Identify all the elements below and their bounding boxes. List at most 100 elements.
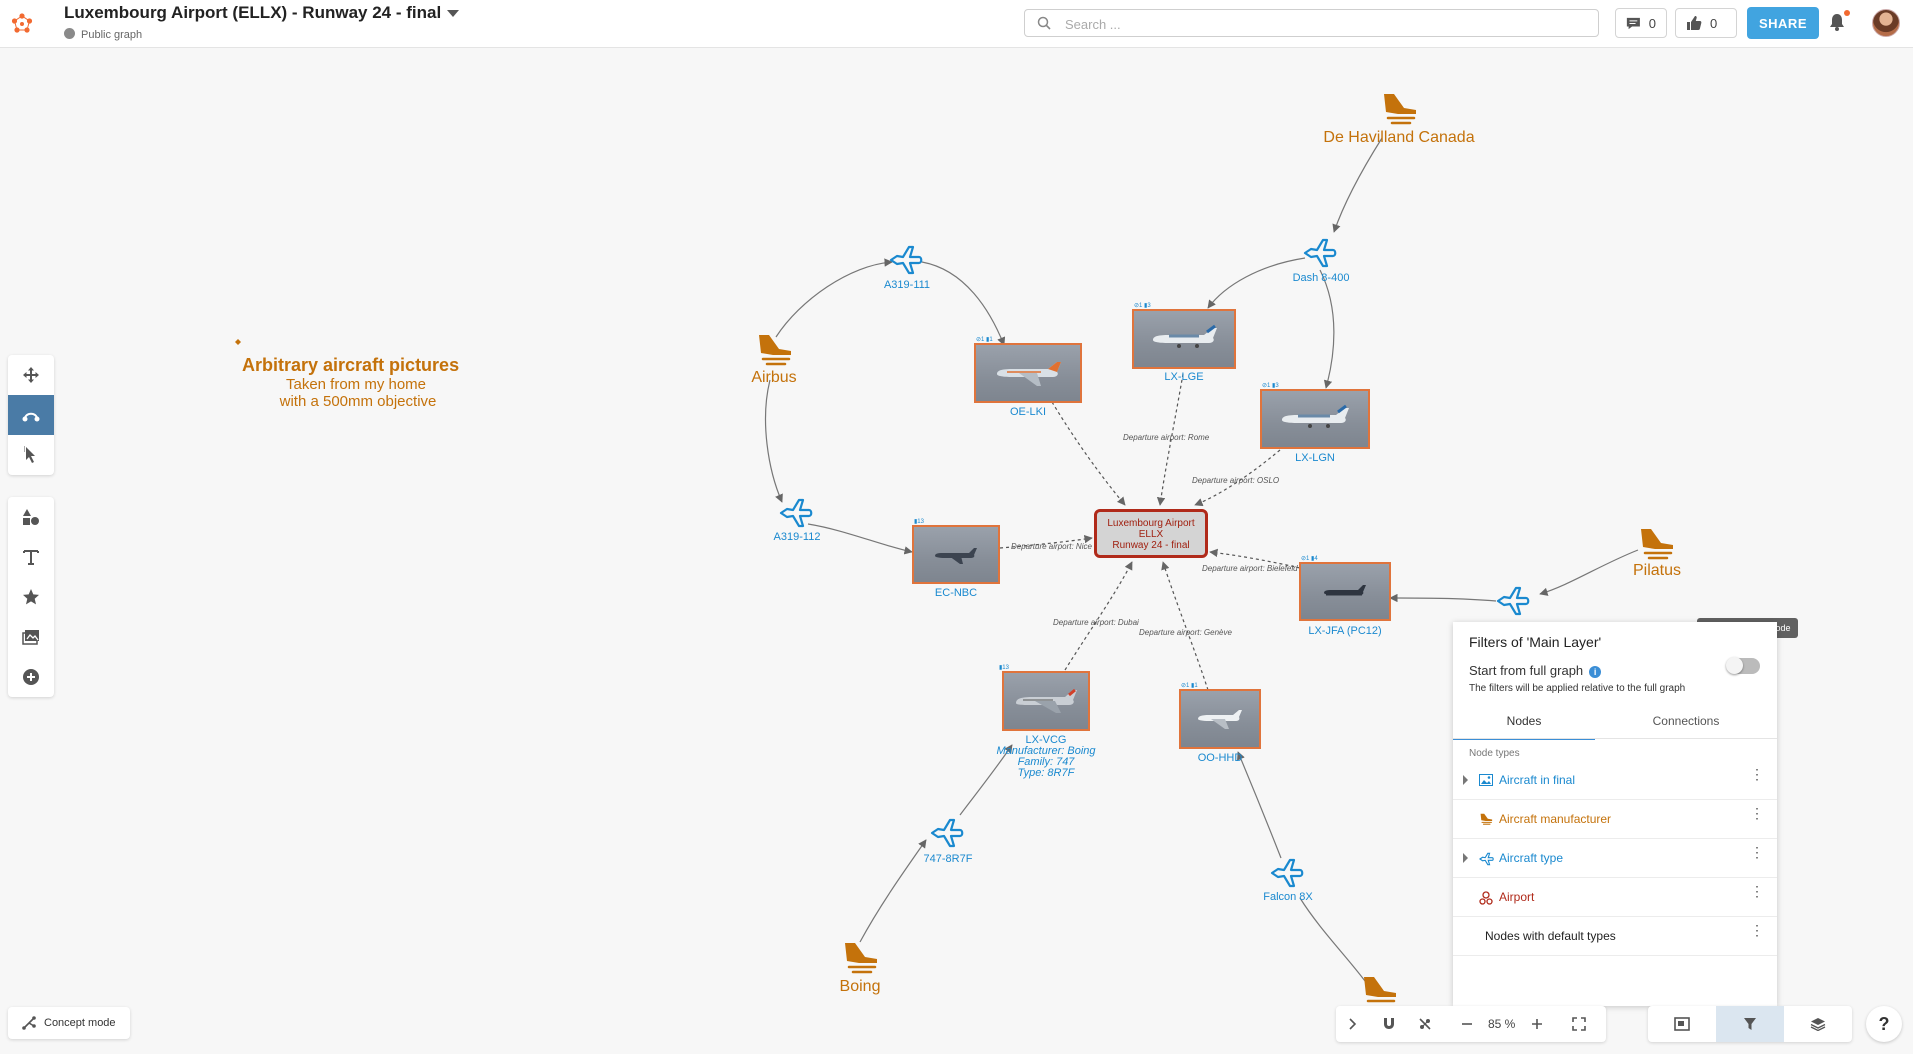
manufacturer-airbus-icon[interactable] [755, 333, 793, 369]
photo-lx-lge[interactable] [1132, 309, 1236, 369]
aircraft-type-747-label[interactable]: 747-8R7F [923, 853, 973, 865]
image-tool[interactable] [8, 617, 54, 657]
tab-connections[interactable]: Connections [1652, 714, 1720, 728]
comments-button[interactable]: 0 [1615, 8, 1667, 38]
aircraft-type-pc12-icon[interactable] [1496, 585, 1530, 617]
airport-node[interactable]: Luxembourg Airport ELLX Runway 24 - fina… [1094, 509, 1208, 558]
photo-lx-lge-label[interactable]: LX-LGE [1164, 371, 1204, 383]
aircraft-type-falcon-label[interactable]: Falcon 8X [1263, 891, 1313, 903]
manufacturer-pilatus-icon[interactable] [1637, 527, 1675, 563]
app-logo-icon[interactable] [10, 12, 34, 36]
text-tool[interactable] [8, 537, 54, 577]
additive-mode-toggle[interactable] [1726, 657, 1760, 674]
avatar[interactable] [1872, 9, 1900, 37]
edge-falcon-oo-hhd [1237, 751, 1282, 859]
edge-airbus-a319-111 [775, 258, 893, 338]
aircraft-type-a319-111-label[interactable]: A319-111 [883, 279, 931, 291]
graph-title[interactable]: Luxembourg Airport (ELLX) - Runway 24 - … [64, 3, 460, 23]
more-options-icon[interactable]: ⋮ [1750, 883, 1764, 899]
shapes-tool[interactable] [8, 497, 54, 537]
layout-button[interactable] [1408, 1006, 1442, 1042]
collapse-button[interactable] [1336, 1006, 1370, 1042]
airport-line-3: Runway 24 - final [1112, 540, 1190, 551]
aircraft-type-dash8-label[interactable]: Dash 8-400 [1292, 272, 1350, 284]
photo-lx-jfa[interactable] [1299, 562, 1391, 621]
expand-icon[interactable] [1463, 775, 1468, 785]
photo-oe-lki-badge: ⊘1 ▮1 [976, 337, 993, 343]
photo-lx-lgn-label[interactable]: LX-LGN [1295, 452, 1335, 464]
aircraft-photo-icon [1282, 404, 1349, 428]
filter-row-airport[interactable]: Airport ⋮ [1453, 878, 1777, 917]
start-full-graph-description: The filters will be applied relative to … [1469, 683, 1686, 694]
zoom-out-button[interactable] [1450, 1006, 1484, 1042]
fit-screen-button[interactable] [1562, 1006, 1596, 1042]
move-tool[interactable] [8, 355, 54, 395]
photo-ec-nbc-badge: ▮13 [914, 519, 924, 525]
edge-a319-111-oe-lki [921, 261, 1006, 346]
photo-lx-jfa-label[interactable]: LX-JFA (PC12) [1308, 625, 1382, 637]
more-options-icon[interactable]: ⋮ [1750, 805, 1764, 821]
photo-oo-hhd-label[interactable]: OO-HHD [1197, 752, 1243, 764]
photo-lx-vcg[interactable] [1002, 671, 1090, 731]
aircraft-type-dash8-icon[interactable] [1303, 237, 1337, 269]
layers-button[interactable] [1784, 1006, 1852, 1042]
concept-mode-icon [22, 1016, 36, 1030]
search-icon [1037, 16, 1051, 30]
zoom-in-button[interactable] [1520, 1006, 1554, 1042]
select-tool[interactable] [8, 435, 54, 475]
aircraft-type-a319-111-icon[interactable] [889, 244, 923, 276]
aircraft-type-a319-112-label[interactable]: A319-112 [773, 531, 821, 543]
photo-ec-nbc[interactable] [912, 525, 1000, 584]
tab-nodes[interactable]: Nodes [1453, 704, 1595, 740]
photo-lx-vcg-label[interactable]: LX-VCG [1025, 734, 1067, 746]
more-options-icon[interactable]: ⋮ [1750, 844, 1764, 860]
manufacturer-dehavilland-label[interactable]: De Havilland Canada [1323, 129, 1475, 146]
no-layout-icon [1419, 1018, 1431, 1030]
manufacturer-boeing-icon[interactable] [841, 941, 879, 977]
magnet-button[interactable] [1372, 1006, 1406, 1042]
concept-mode-button[interactable]: Concept mode [8, 1007, 130, 1039]
manufacturer-airbus-label[interactable]: Airbus [751, 369, 797, 386]
filter-row-aircraft-in-final[interactable]: Aircraft in final ⋮ [1453, 761, 1777, 800]
expand-icon[interactable] [1463, 853, 1468, 863]
filter-row-aircraft-manufacturer[interactable]: Aircraft manufacturer ⋮ [1453, 800, 1777, 839]
photo-lx-lgn[interactable] [1260, 389, 1370, 449]
filter-row-default-types[interactable]: Nodes with default types ⋮ [1453, 917, 1777, 956]
manufacturer-pilatus-label[interactable]: Pilatus [1632, 562, 1682, 579]
photo-oe-lki-label[interactable]: OE-LKI [1009, 406, 1047, 418]
airport-icon [1479, 891, 1493, 905]
filter-button[interactable] [1716, 1006, 1784, 1042]
help-icon: ? [1878, 1013, 1890, 1034]
manufacturer-boeing-label[interactable]: Boing [839, 978, 881, 995]
fullscreen-icon [1572, 1017, 1586, 1031]
more-options-icon[interactable]: ⋮ [1750, 922, 1764, 938]
aircraft-type-a319-112-icon[interactable] [779, 497, 813, 529]
manufacturer-dehavilland-icon[interactable] [1380, 92, 1418, 128]
help-button[interactable]: ? [1866, 1006, 1902, 1042]
minimap-button[interactable] [1648, 1006, 1716, 1042]
likes-button[interactable]: 0 [1675, 8, 1737, 38]
title-dropdown-icon[interactable] [447, 10, 460, 18]
search-input[interactable] [1063, 13, 1587, 35]
aircraft-photo-icon [1153, 324, 1217, 348]
aircraft-type-747-icon[interactable] [930, 817, 964, 849]
edge-dehavilland-dash8 [1332, 137, 1383, 233]
photo-ec-nbc-label[interactable]: EC-NBC [934, 587, 978, 599]
connect-tool[interactable] [8, 395, 54, 435]
search-box[interactable] [1024, 9, 1599, 37]
photo-oo-hhd[interactable] [1179, 689, 1261, 749]
filters-title: Filters of 'Main Layer' [1469, 634, 1602, 650]
manufacturer-falcon-icon[interactable] [1360, 975, 1398, 1005]
info-icon[interactable]: i [1589, 666, 1602, 678]
filter-row-aircraft-type[interactable]: Aircraft type ⋮ [1453, 839, 1777, 878]
more-options-icon[interactable]: ⋮ [1750, 766, 1764, 782]
edge-747-lx-vcg [959, 744, 1013, 816]
star-tool[interactable] [8, 577, 54, 617]
bell-icon[interactable] [1829, 13, 1845, 31]
photo-oe-lki[interactable] [974, 343, 1082, 403]
share-button[interactable]: SHARE [1747, 7, 1819, 39]
thumbs-up-icon [1687, 16, 1702, 30]
add-tool[interactable] [8, 657, 54, 697]
aircraft-type-falcon-icon[interactable] [1270, 857, 1304, 889]
